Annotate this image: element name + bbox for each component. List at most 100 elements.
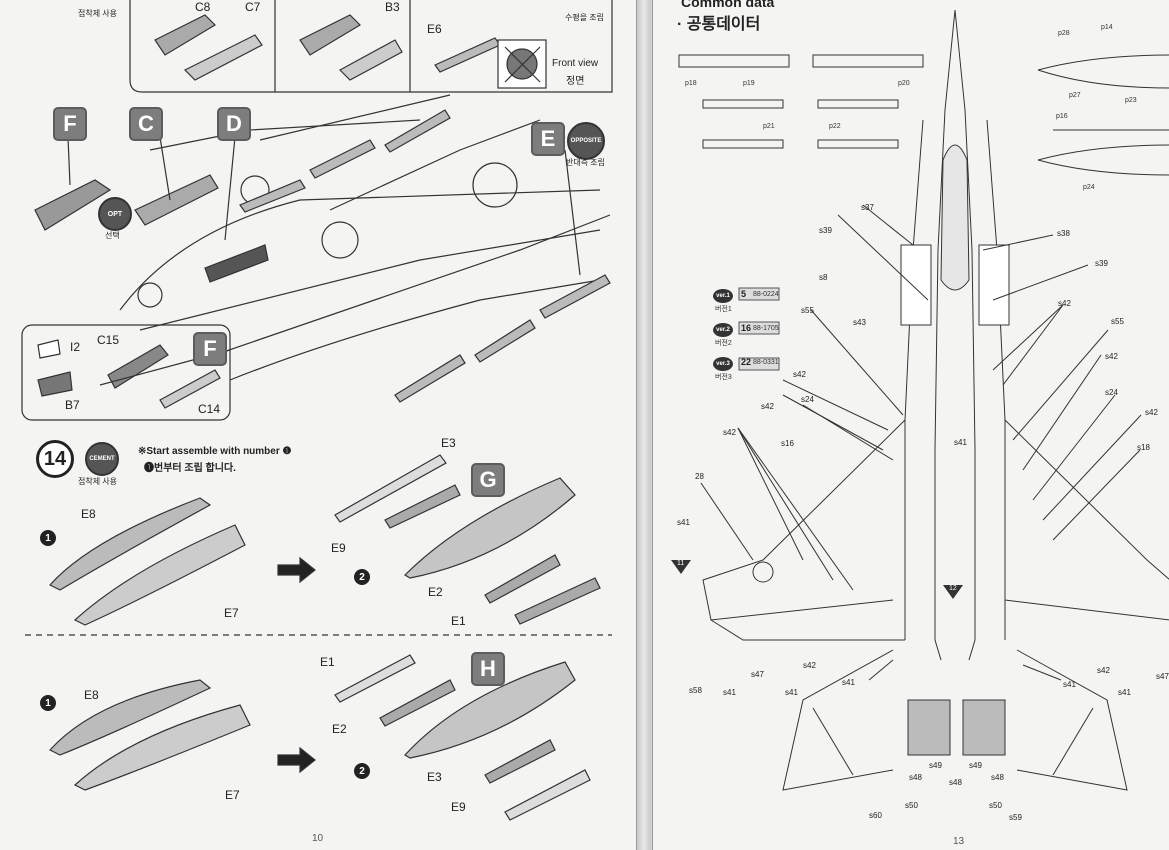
- cement-caption-top: 접착제 사용: [78, 9, 118, 18]
- badge-e: E: [531, 122, 565, 156]
- decal-p28: p28: [1058, 30, 1070, 37]
- decal-p16: p16: [1056, 113, 1068, 120]
- badge-f: F: [53, 107, 87, 141]
- g-part-e8: E8: [81, 507, 96, 521]
- stencil-s59: s59: [1009, 813, 1022, 822]
- h-sub-step-2: 2: [354, 763, 370, 779]
- stencil-s42-1: s42: [1058, 299, 1071, 308]
- h-sub-step-1: 1: [40, 695, 56, 711]
- h-part-e3: E3: [427, 770, 442, 784]
- stencil-s24-left: s24: [801, 395, 814, 404]
- marker-12: 12: [949, 585, 957, 592]
- stencil-s42-2: s42: [1105, 352, 1118, 361]
- stencil-s38: s38: [1057, 229, 1070, 238]
- g-part-e7: E7: [224, 606, 239, 620]
- opt-caption: 선택: [105, 231, 120, 240]
- g-sub-step-1: 1: [40, 530, 56, 546]
- cement-caption: 접착제 사용: [78, 477, 118, 486]
- stencil-s41-nozzle-left: s41: [842, 678, 855, 687]
- stencil-s48-1: s48: [909, 773, 922, 782]
- version-3-code: 88-0331: [753, 359, 779, 366]
- part-label-c7: C7: [245, 0, 261, 14]
- left-page-drawing: [21, 0, 613, 821]
- stencil-s39-right: s39: [1095, 259, 1108, 268]
- stencil-s41-center: s41: [954, 438, 967, 447]
- part-label-c15: C15: [97, 333, 120, 347]
- decal-p14: p14: [1101, 24, 1113, 31]
- badge-g: G: [471, 463, 505, 497]
- inset-badge-f: F: [193, 332, 227, 366]
- front-view-label: Front view: [552, 58, 599, 69]
- step-14-note-kr: ❶번부터 조립 합니다.: [144, 463, 236, 474]
- h-part-e7: E7: [225, 788, 240, 802]
- stencil-28: 28: [695, 472, 704, 481]
- part-label-i2: I2: [70, 340, 81, 354]
- marker-11: 11: [677, 560, 685, 567]
- stencil-s60: s60: [869, 811, 882, 820]
- stencil-s43: s43: [853, 318, 866, 327]
- step-14-note-en: ※Start assemble with number ❶: [138, 446, 292, 457]
- part-label-c8: C8: [195, 0, 211, 14]
- stencil-s58: s58: [689, 686, 702, 695]
- stencil-s48-2: s48: [949, 778, 962, 787]
- stencil-s41-tail-right: s41: [1118, 688, 1131, 697]
- stencil-s55-left: s55: [801, 306, 814, 315]
- g-part-e9: E9: [331, 541, 346, 555]
- common-data-title-en: Common data: [681, 0, 775, 10]
- stencil-s42-5: s42: [723, 428, 736, 437]
- stencil-s41-tail-left: s41: [785, 688, 798, 697]
- stencil-s49-1: s49: [929, 761, 942, 770]
- stencil-s48-3: s48: [991, 773, 1004, 782]
- stencil-s42-4: s42: [761, 402, 774, 411]
- stencil-s41-left-wing: s41: [677, 518, 690, 527]
- part-label-e6: E6: [427, 22, 442, 36]
- version-1-caption: 버전1: [715, 306, 732, 313]
- page-number-right: 13: [953, 836, 965, 847]
- badge-c: C: [129, 107, 163, 141]
- stencil-s55-right: s55: [1111, 317, 1124, 326]
- h-part-e8: E8: [84, 688, 99, 702]
- stencil-s8: s8: [819, 273, 828, 282]
- part-label-c14: C14: [198, 402, 221, 416]
- version-2-badge: ver.2: [713, 323, 733, 337]
- version-1-code: 88-0224: [753, 291, 779, 298]
- g-part-e1: E1: [451, 614, 466, 628]
- step-14-number: 14: [36, 440, 74, 478]
- decal-p27: p27: [1069, 92, 1081, 99]
- version-2-number: 16: [741, 323, 752, 333]
- stencil-s42-6: s42: [1145, 408, 1158, 417]
- stencil-s18: s18: [1137, 443, 1150, 452]
- decal-p21: p21: [763, 123, 775, 130]
- stencil-s49-2: s49: [969, 761, 982, 770]
- opposite-icon: OPPOSITE: [567, 122, 605, 160]
- right-page: Common data · 공통데이터 p18 p19 p20 p21 p22 …: [652, 0, 1169, 850]
- page-number-left: 10: [312, 833, 324, 844]
- stencil-s41-lower-left: s41: [723, 688, 736, 697]
- stencil-s42-8: s42: [1097, 666, 1110, 675]
- horizontal-assembly-caption: 수평을 조립: [565, 13, 605, 22]
- decal-p20: p20: [898, 80, 910, 87]
- stencil-s42-7: s42: [803, 661, 816, 670]
- stencil-s39-left: s39: [819, 226, 832, 235]
- part-label-b3: B3: [385, 0, 400, 14]
- stencil-s37: s37: [861, 203, 874, 212]
- decal-p19: p19: [743, 80, 755, 87]
- version-3-number: 22: [741, 357, 752, 367]
- stencil-s47-right: s47: [1156, 672, 1169, 681]
- part-label-b7: B7: [65, 398, 80, 412]
- g-part-e2: E2: [428, 585, 443, 599]
- decal-p23: p23: [1125, 97, 1137, 104]
- decal-p22: p22: [829, 123, 841, 130]
- decal-p24: p24: [1083, 184, 1095, 191]
- front-view-korean: 정면: [566, 76, 585, 87]
- version-1-badge: ver.1: [713, 289, 733, 303]
- version-2-caption: 버전2: [715, 340, 732, 347]
- left-page: 접착제 사용 C8 C7 B3 E6 수평을 조립 Front view 정면 …: [0, 0, 637, 850]
- g-sub-step-2: 2: [354, 569, 370, 585]
- stencil-s24-right: s24: [1105, 388, 1118, 397]
- opposite-caption: 반대측 조립: [566, 158, 606, 167]
- stencil-s42-3: s42: [793, 370, 806, 379]
- right-page-drawing: [678, 9, 1169, 791]
- g-part-e3: E3: [441, 436, 456, 450]
- marker-11-arrow: [671, 560, 691, 574]
